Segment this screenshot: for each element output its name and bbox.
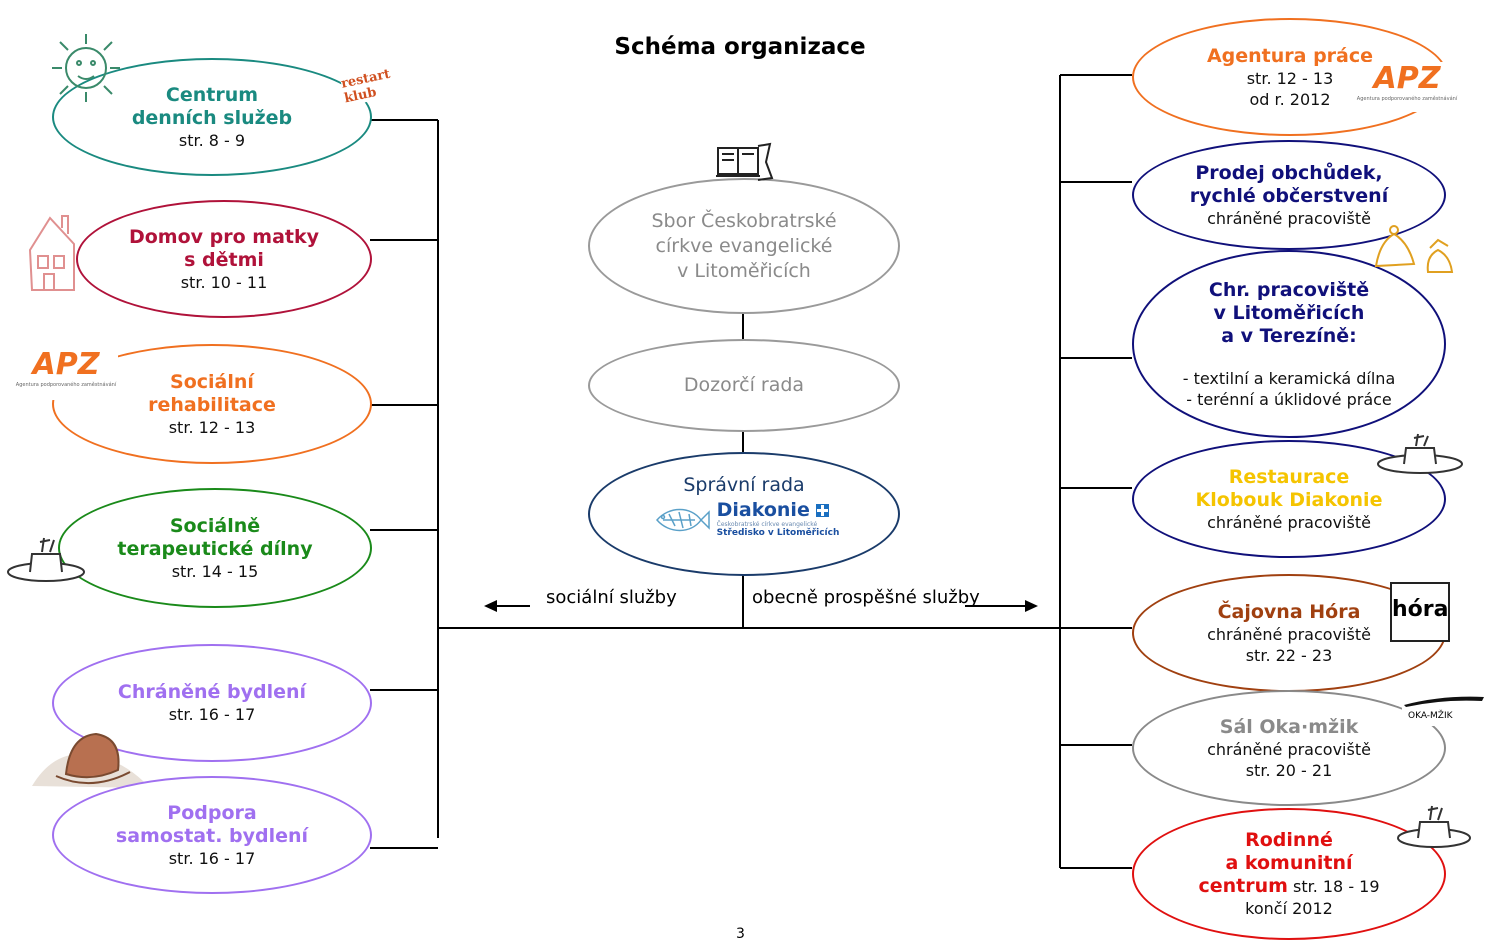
family-title-2: a komunitní: [1225, 852, 1353, 874]
left-node-day-services: Centrum denních služeb str. 8 - 9: [52, 58, 372, 176]
church-line-2: církve evangelické: [655, 234, 833, 257]
social-services-label: sociální služby: [546, 587, 677, 608]
independent-housing-title-1: Podpora: [167, 801, 257, 824]
restaurant-note: chráněné pracoviště: [1207, 512, 1371, 532]
apz-logo-left-sub: Agentura podporovaného zaměstnávání: [15, 382, 117, 388]
rehabilitation-title-2: rehabilitace: [148, 393, 276, 416]
hat-sketch-icon-3: [1397, 805, 1471, 848]
teahouse-note: chráněné pracoviště: [1207, 624, 1371, 644]
hall-pages: str. 20 - 21: [1245, 760, 1333, 780]
teahouse-title: Čajovna Hóra: [1217, 600, 1361, 623]
apz-logo-left: APZ Agentura podporovaného zaměstnávání: [14, 348, 118, 400]
apz-logo-right-sub: Agentura podporovaného zaměstnávání: [1356, 96, 1458, 102]
apz-logo-left-text: APZ: [32, 347, 100, 382]
family-end: končí 2012: [1245, 899, 1333, 918]
church-node: Sbor Českobratrské církve evangelické v …: [588, 178, 900, 314]
shop-title-2: rychlé občerstvení: [1189, 184, 1389, 207]
church-line-1: Sbor Českobratrské: [651, 209, 837, 232]
okamzik-logo: OKA-MŽIK: [1402, 692, 1486, 726]
workshops-title-1: Sociálně: [169, 514, 261, 537]
day-services-title-2: denních služeb: [131, 106, 293, 129]
diakonie-cross-icon: [815, 504, 829, 517]
right-node-protected-workplace: Chr. pracoviště v Litoměřicích a v Terez…: [1132, 250, 1446, 438]
agency-pages: str. 12 - 13: [1246, 68, 1334, 88]
independent-housing-pages: str. 16 - 17: [168, 848, 256, 868]
apz-logo-right-text: APZ: [1373, 61, 1441, 96]
diakonie-logo-sub2: Středisko v Litoměřicích: [716, 528, 840, 538]
hall-note: chráněné pracoviště: [1207, 739, 1371, 759]
family-pages: str. 18 - 19: [1292, 877, 1380, 896]
workshops-pages: str. 14 - 15: [171, 561, 259, 581]
diakonie-logo-name: Diakonie: [716, 499, 810, 521]
page-number: 3: [736, 926, 745, 942]
hat-sketch-icon: [7, 537, 85, 582]
shop-title-1: Prodej obchůdek,: [1195, 161, 1383, 184]
bell-icon: [1374, 225, 1454, 273]
independent-housing-title-2: samostat. bydlení: [115, 824, 309, 847]
teahouse-pages: str. 22 - 23: [1245, 645, 1333, 665]
apz-logo-right: APZ Agentura podporovaného zaměstnávání: [1356, 62, 1458, 112]
rehabilitation-pages: str. 12 - 13: [168, 417, 256, 437]
hall-title: Sál Oka·mžik: [1219, 715, 1359, 738]
administrative-board-node: Správní rada Diakonie Českobratrské círk…: [588, 452, 900, 576]
hat-sketch-icon-2: [1377, 433, 1463, 474]
day-services-pages: str. 8 - 9: [178, 130, 246, 150]
diakonie-logo-sub1: Českobratrské církve evangelické: [716, 521, 818, 528]
agency-since: od r. 2012: [1249, 89, 1331, 109]
workplace-item-1: - textilní a keramická dílna: [1182, 368, 1396, 388]
right-node-shop: Prodej obchůdek, rychlé občerstvení chrá…: [1132, 140, 1446, 250]
mothers-home-title-1: Domov pro matky: [128, 225, 320, 248]
okamzik-logo-text: OKA-MŽIK: [1408, 711, 1453, 721]
supervisory-board-label: Dozorčí rada: [683, 374, 805, 396]
protected-housing-title: Chráněné bydlení: [117, 681, 307, 703]
agency-title: Agentura práce: [1206, 44, 1374, 67]
house-icon: [28, 215, 75, 291]
workplace-title-2: v Litoměřicích: [1213, 301, 1365, 324]
restaurant-title-1: Restaurace: [1228, 465, 1350, 488]
hora-logo: hóra: [1390, 582, 1450, 642]
page-title: Schéma organizace: [614, 34, 866, 60]
workplace-item-2: - terénní a úklidové práce: [1186, 389, 1392, 409]
protected-housing-pages: str. 16 - 17: [168, 705, 256, 724]
supervisory-board-node: Dozorčí rada: [588, 339, 900, 432]
left-node-independent-housing: Podpora samostat. bydlení str. 16 - 17: [52, 776, 372, 894]
mothers-home-pages: str. 10 - 11: [180, 272, 268, 292]
fish-icon: [655, 508, 710, 531]
hat-photo-icon: [32, 732, 150, 788]
right-node-family-center: Rodinné a komunitní centrum str. 18 - 19…: [1132, 808, 1446, 940]
book-icon: [716, 142, 774, 181]
day-services-title-1: Centrum: [165, 83, 259, 106]
brush-stroke-icon: [1404, 696, 1484, 707]
family-title-1: Rodinné: [1245, 829, 1333, 851]
shop-note: chráněné pracoviště: [1207, 208, 1371, 228]
left-node-mothers-home: Domov pro matky s dětmi str. 10 - 11: [76, 200, 372, 318]
church-line-3: v Litoměřicích: [677, 259, 811, 282]
public-benefit-services-label: obecně prospěšné služby: [752, 587, 980, 608]
workplace-title-3: a v Terezíně:: [1221, 324, 1357, 347]
diakonie-logo: Diakonie Českobratrské církve evangelick…: [649, 499, 840, 539]
hora-logo-text: hóra: [1392, 597, 1449, 622]
administrative-board-label: Správní rada: [683, 474, 805, 496]
restart-klub-logo: restart klub: [339, 59, 429, 107]
workplace-title-1: Chr. pracoviště: [1208, 278, 1370, 301]
mothers-home-title-2: s dětmi: [184, 248, 264, 271]
right-node-hall: Sál Oka·mžik chráněné pracoviště str. 20…: [1132, 690, 1446, 806]
family-title-3: centrum: [1198, 875, 1288, 897]
workshops-title-2: terapeutické dílny: [117, 537, 313, 560]
sun-icon: [52, 34, 120, 102]
left-node-therapeutic-workshops: Sociálně terapeutické dílny str. 14 - 15: [58, 488, 372, 608]
rehabilitation-title-1: Sociální: [170, 370, 254, 393]
restaurant-title-2: Klobouk Diakonie: [1195, 488, 1383, 511]
